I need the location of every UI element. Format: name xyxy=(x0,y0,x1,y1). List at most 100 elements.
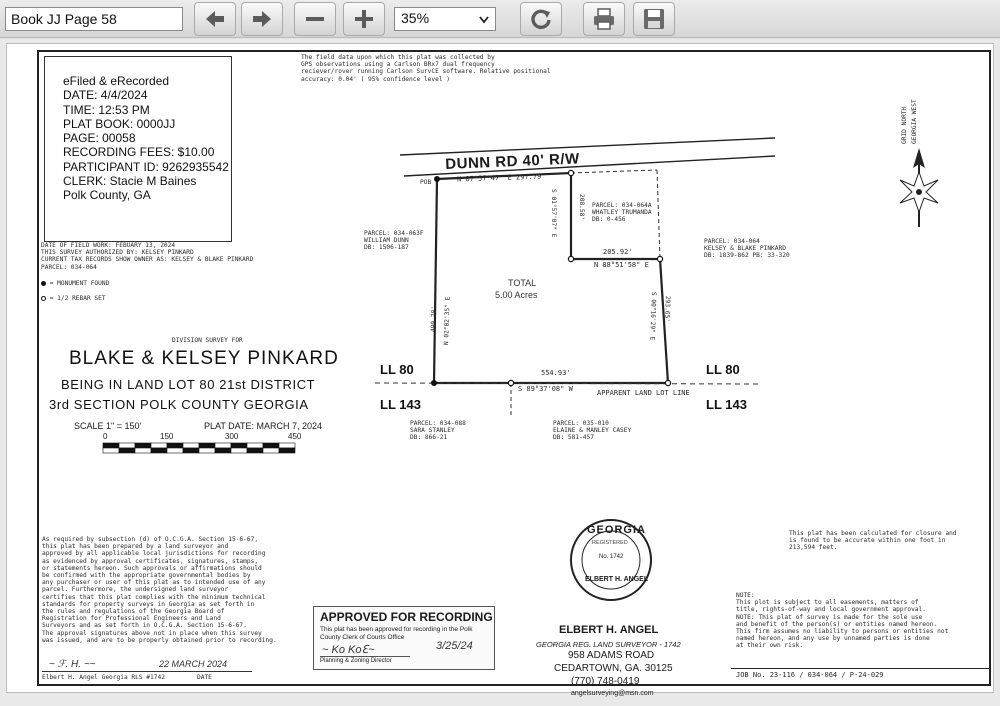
bearing-bottom: S 89°37'08" W xyxy=(518,385,573,393)
division-survey-label: DIVISION SURVEY FOR xyxy=(172,337,243,344)
neighbor-line-east xyxy=(656,169,661,260)
zoom-level-value: 35% xyxy=(401,10,430,26)
next-page-button[interactable] xyxy=(241,2,283,36)
parcel-line: DB: 0-456 xyxy=(592,216,626,224)
signature-date: 22 MARCH 2024 xyxy=(159,659,228,669)
corner-rebar xyxy=(567,169,575,177)
scale-text: SCALE 1" = 150' xyxy=(74,421,142,431)
parcel-line: SARA STANLEY xyxy=(410,427,455,435)
note-line: NOTE: xyxy=(736,592,755,599)
viewer-toolbar: 35% xyxy=(0,0,1000,38)
chevron-down-icon xyxy=(479,16,489,24)
certification-line: Registration for Professional Engineers … xyxy=(42,615,221,623)
corner-monument xyxy=(434,176,440,182)
survey-notes: NOTE:This plot is subject to all easemen… xyxy=(736,592,948,650)
print-icon xyxy=(594,8,614,30)
parcel-line: DB: 866-21 xyxy=(410,434,448,442)
parcel-line: KELSEY & BLAKE PINKARD xyxy=(704,245,786,253)
certification-line: approved by all applicable local jurisdi… xyxy=(42,550,266,558)
certification-line: or statements hereon. Such approvals or … xyxy=(42,564,262,572)
parcel-line: DB: 1506-187 xyxy=(364,244,409,252)
parcel-line: PARCEL: 035-010 xyxy=(553,420,609,427)
apparent-land-lot-line-label: APPARENT LAND LOT LINE xyxy=(597,389,690,397)
surveyor-city: CEDARTOWN, GA. 30125 xyxy=(554,663,673,674)
recording-stamp-line: RECORDING FEES: $10.00 xyxy=(63,145,215,160)
distance-bottom: 554.93' xyxy=(541,369,571,377)
gps-note-line: accuracy: 0.04' ( 95% confidence level ) xyxy=(301,75,451,83)
rotate-button[interactable] xyxy=(520,2,562,36)
approved-line-1: This plat has been approved for recordin… xyxy=(320,626,473,633)
corner-rebar xyxy=(567,255,575,263)
certification-line: Surveyors and as set forth in O.C.G.A. S… xyxy=(42,622,247,630)
surveyor-email: angelsurveying@msn.com xyxy=(571,690,654,697)
certification-line: standards for property surveys in Georgi… xyxy=(42,600,255,608)
note-line: This firm assumes no liability to person… xyxy=(736,628,949,636)
recording-stamp-line: PLAT BOOK: 0000JJ xyxy=(63,116,176,131)
monument-dot-icon xyxy=(41,280,46,286)
plat-date: PLAT DATE: MARCH 7, 2024 xyxy=(204,421,323,431)
surveyor-seal xyxy=(570,519,652,601)
scale-tick-150: 150 xyxy=(160,432,174,441)
note-line: title, rights-of-way and local governmen… xyxy=(736,606,926,614)
field-info-line: CURRENT TAX RECORDS SHOW OWNER AS: KELSE… xyxy=(41,256,254,264)
certification-line: as evidenced by approval certificates, s… xyxy=(42,557,259,565)
plus-icon xyxy=(355,10,373,28)
save-button[interactable] xyxy=(633,2,675,36)
scale-bar-cell xyxy=(278,447,296,454)
legend-rebar-label: = 1/2 REBAR SET xyxy=(49,295,106,302)
previous-page-button[interactable] xyxy=(194,2,236,36)
owner-title: BLAKE & KELSEY PINKARD xyxy=(69,348,339,369)
approved-date: 3/25/24 xyxy=(436,640,473,652)
closure-note-line: is found to be accurate within one foot … xyxy=(789,537,946,545)
scale-tick-0: 0 xyxy=(103,432,108,441)
road-line-north xyxy=(399,137,776,156)
parcel-line: PARCEL: 034-088 xyxy=(410,420,466,427)
closure-note: This plat has been calculated for closur… xyxy=(789,530,957,552)
certification-line: The approval signatures above not in pla… xyxy=(42,629,262,637)
recording-stamp-line: TIME: 12:53 PM xyxy=(63,102,150,117)
closure-note-line: This plat has been calculated for closur… xyxy=(789,530,957,537)
parcel-line: DB: 581-457 xyxy=(553,434,594,442)
parcel-line: DB: 1839-862 PB: 33-320 xyxy=(704,252,790,260)
certification-line: was issued, and are to be properly obtai… xyxy=(42,636,277,644)
parcel-line: ELAINE & MANLEY CASEY xyxy=(553,427,632,435)
print-button[interactable] xyxy=(583,2,625,36)
approver-line xyxy=(320,656,410,657)
approver-title: Planning & Zoning Director xyxy=(320,658,392,664)
bearing-right-upper: S 01°57'07" E xyxy=(550,189,557,238)
north-arrow-icon xyxy=(899,148,939,227)
zoom-in-button[interactable] xyxy=(343,2,385,36)
legend-monument-label: = MONUMENT FOUND xyxy=(49,280,110,287)
distance-right-lower: 293.65' xyxy=(663,295,671,323)
parcel-line: WILLIAM DUNN xyxy=(364,237,409,245)
legend-monument: = MONUMENT FOUND xyxy=(41,280,109,287)
zoom-level-select[interactable]: 35% xyxy=(394,7,496,31)
distance-right-upper: 208.58' xyxy=(578,194,585,221)
total-label: TOTAL xyxy=(508,278,537,288)
approved-line-2: County Clerk of Courts Office xyxy=(320,634,405,641)
seal-number: No. 1742 xyxy=(599,554,624,560)
corner-monument xyxy=(431,380,437,386)
distance-left: 490.20' xyxy=(430,305,438,333)
closure-note-line: 213,594 feet. xyxy=(789,544,838,552)
scale-tick-450: 450 xyxy=(288,432,302,441)
field-info-line: DATE OF FIELD WORK: FEBUARY 13, 2024 xyxy=(41,242,176,249)
scale-bar xyxy=(102,442,296,454)
surveyor-name: ELBERT H. ANGEL xyxy=(559,624,659,636)
note-line: named hereon, and any use by unnamed par… xyxy=(736,635,930,643)
signature-line xyxy=(42,671,252,672)
zoom-out-button[interactable] xyxy=(294,2,336,36)
gps-note-line: GPS observations using a Carlson BRx7 du… xyxy=(301,61,495,69)
land-lot-80-west: LL 80 xyxy=(380,362,414,377)
certification-line: parcel. Furthermore, the undersigned lan… xyxy=(42,586,229,594)
document-page-field[interactable] xyxy=(5,7,183,31)
pob-label: POB xyxy=(420,179,432,186)
approved-title: APPROVED FOR RECORDING xyxy=(320,610,493,624)
